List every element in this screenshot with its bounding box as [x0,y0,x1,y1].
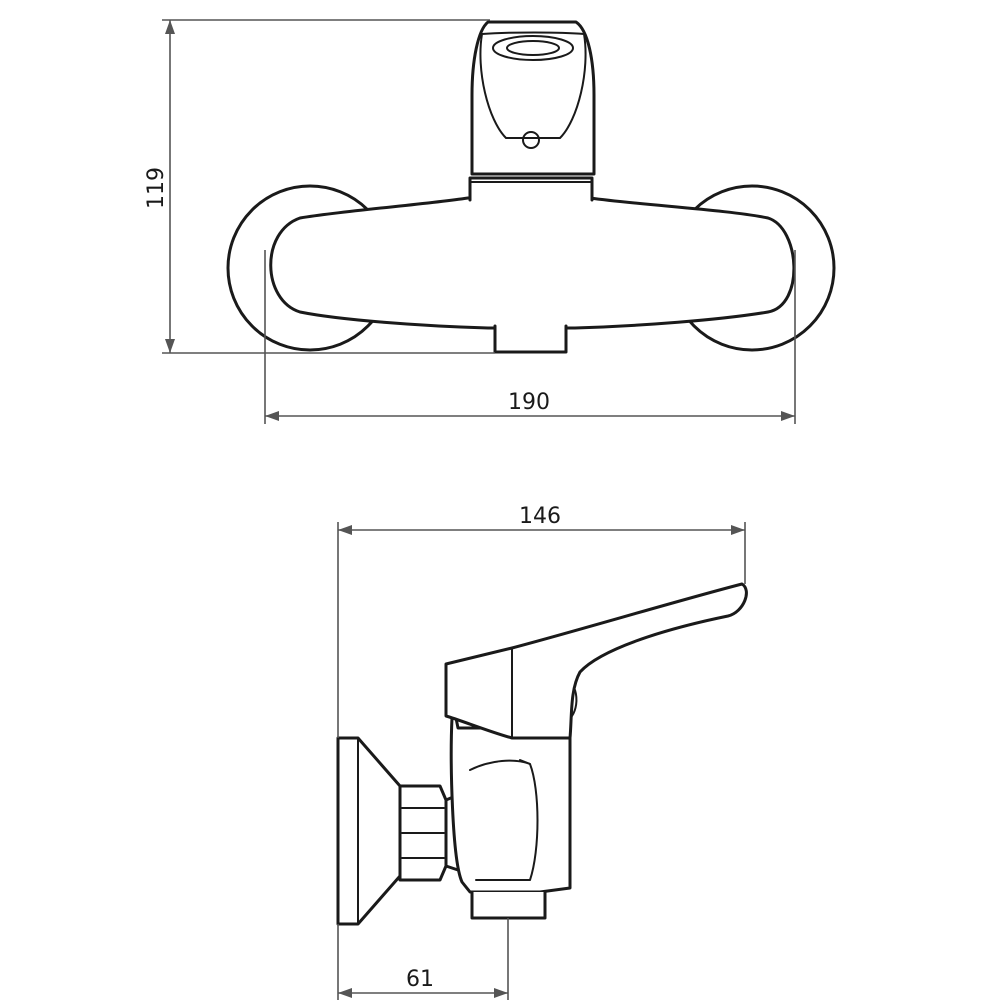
side-lever-curve [571,689,578,717]
side-body-facet [469,759,539,881]
side-mixer-body [449,716,572,894]
front-handle-cap [492,35,574,61]
width-dimension-label: 190 [508,390,550,415]
front-handle-cap-inner [506,40,560,56]
front-mixer-body [269,196,796,330]
front-cartridge-collar [468,176,594,202]
offset-dimension: 61 [337,918,509,1000]
front-handle-opening [479,31,587,139]
front-handle [470,20,596,176]
side-wall-flange [336,736,402,926]
depth-dimension-label: 146 [519,504,561,529]
depth-dimension: 146 [337,504,746,738]
height-dimension: 119 [144,19,495,354]
height-dimension-label: 119 [144,167,169,209]
side-outlet-spout [470,890,547,920]
side-view: 146 61 [336,504,748,1000]
front-outlet-spout [493,324,568,354]
offset-dimension-label: 61 [406,967,434,992]
front-handle-screw [522,131,540,149]
side-facet-edge [519,759,531,765]
side-lever-handle [444,582,748,740]
front-view: 119 190 [144,19,836,424]
width-dimension: 190 [264,250,796,424]
